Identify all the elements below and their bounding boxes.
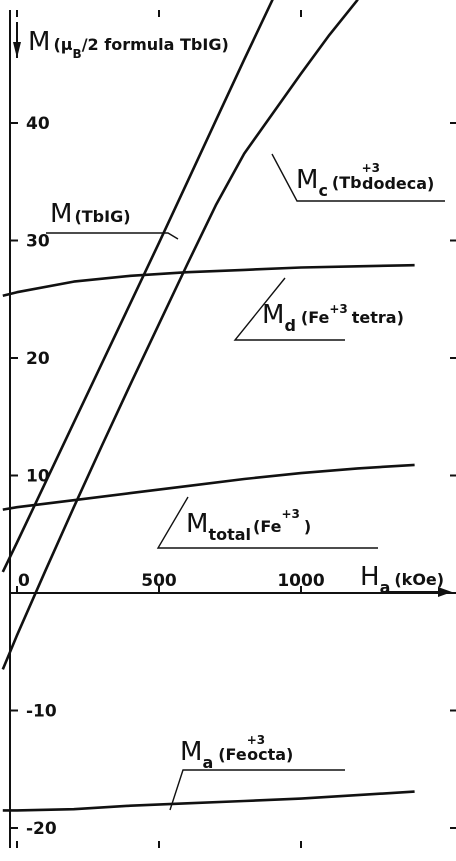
label-mc-rest: (Tb <box>332 173 362 192</box>
series-line-mtotal <box>2 463 415 511</box>
plot-frame <box>9 10 456 848</box>
label-ma-sub: a <box>202 753 213 772</box>
series-line-md <box>2 263 415 297</box>
label-mc-main: M <box>296 165 318 195</box>
axis-ticks: 40 30 20 10 -10 -20 0 500 1000 <box>10 10 456 848</box>
x-axis-label-sub: a <box>380 578 391 597</box>
y-axis-label-unit: (μ <box>53 35 72 54</box>
x-axis-arrow <box>438 587 452 597</box>
x-tick-label: 0 <box>18 571 30 591</box>
label-mtotal-sup: +3 <box>281 507 299 521</box>
x-axis-label-main: H <box>360 562 380 592</box>
label-tbig: M(TbIG) <box>50 199 131 229</box>
label-ma-sup: +3 <box>247 733 265 747</box>
y-tick-label: 30 <box>26 232 50 252</box>
label-mtotal-tail: ) <box>304 517 311 536</box>
curves <box>1 0 415 812</box>
y-tick-label: 40 <box>26 114 50 134</box>
x-tick-label: 500 <box>141 571 177 591</box>
label-ma-rest: (Fe <box>218 745 247 764</box>
y-tick-label: -10 <box>26 702 57 722</box>
y-tick-label: 20 <box>26 349 50 369</box>
y-tick-label: -20 <box>26 819 57 839</box>
y-tick-label: 10 <box>26 467 50 487</box>
series-line-mc <box>1 0 359 670</box>
label-leaders <box>46 153 445 811</box>
label-md-sub: d <box>284 316 295 335</box>
series-line-ma <box>2 790 415 812</box>
label-tbig-rest: (TbIG) <box>74 207 130 226</box>
x-axis-label: Ha(kOe) <box>360 562 444 597</box>
label-md-main: M <box>262 300 284 330</box>
leader-mc <box>271 153 445 202</box>
label-md-tail: tetra) <box>352 308 404 327</box>
leader-mtotal <box>156 496 378 549</box>
leader-tbig <box>46 232 179 240</box>
label-mtotal-rest: (Fe <box>253 517 282 536</box>
label-tbig-main: M <box>50 199 72 229</box>
label-md-sup: +3 <box>329 302 347 316</box>
label-mtotal-main: M <box>186 509 208 539</box>
x-axis-label-unit: (kOe) <box>394 570 444 589</box>
label-mc-tail: dodeca) <box>362 174 434 193</box>
series-line-tbig <box>1 0 274 573</box>
label-mtotal: Mtotal(Fe+3) <box>186 507 311 544</box>
label-mc-sup: +3 <box>362 161 380 175</box>
label-ma-main: M <box>180 737 202 767</box>
label-mtotal-sub: total <box>208 525 251 544</box>
label-ma-tail: octa) <box>247 745 293 764</box>
y-axis-label-sub: B <box>73 47 82 61</box>
label-md-rest: (Fe <box>301 308 330 327</box>
label-md: Md (Fe+3 tetra) <box>262 300 404 335</box>
y-axis-label: M(μB/2 formula TbIG) <box>28 27 229 61</box>
y-axis-label-main: M <box>28 27 50 57</box>
label-mc-sub: c <box>318 181 327 200</box>
x-tick-label: 1000 <box>277 571 324 591</box>
y-axis-label-rest: /2 formula TbIG) <box>82 35 229 54</box>
leader-md <box>233 277 345 341</box>
leader-ma <box>169 769 345 811</box>
